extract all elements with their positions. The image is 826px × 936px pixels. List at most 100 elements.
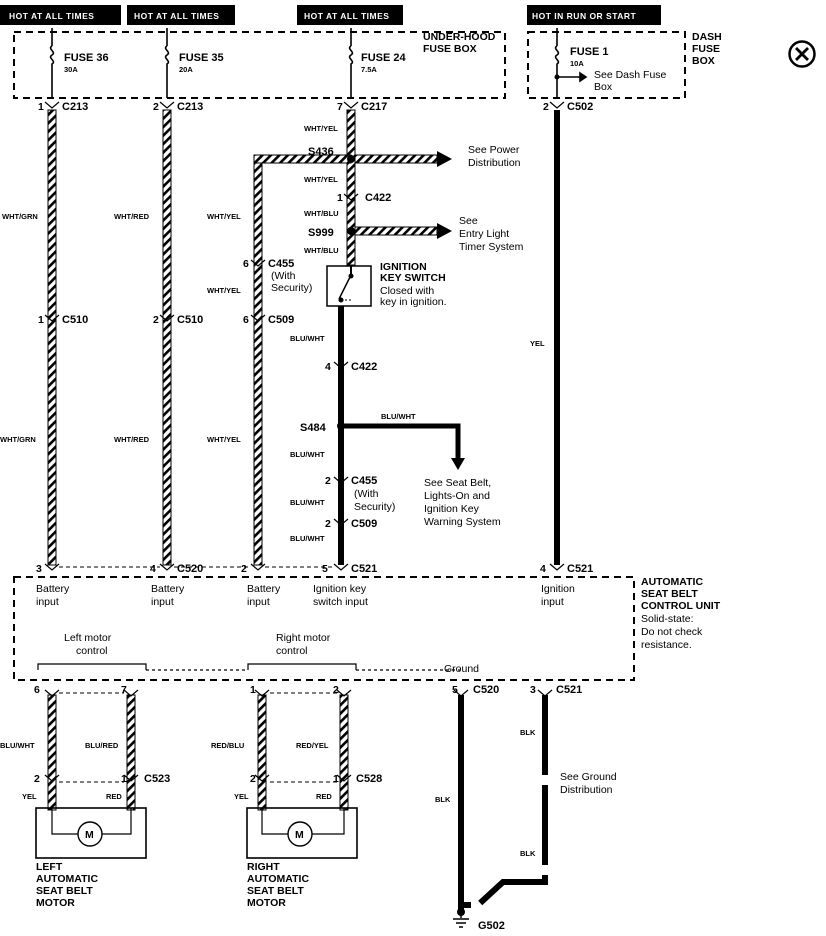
label-wires-w_c2: WHT/YEL — [304, 175, 338, 184]
label-wires-w_c5: BLU/WHT — [290, 334, 325, 343]
label-pins-u3: 3 — [36, 563, 42, 575]
ign-title-2: KEY SWITCH — [380, 272, 446, 284]
label-wires-w_blk3: BLK — [520, 849, 536, 858]
label-control_unit-left_ctrl-0: Left motor — [64, 632, 112, 644]
left-motor-symbol: M — [85, 829, 94, 841]
label-pins-u2: 2 — [241, 563, 247, 575]
label-notes-entry-0: See — [459, 215, 478, 227]
arrow-entry-icon — [437, 223, 452, 239]
label-control_unit-desc-0: Solid-state: — [641, 613, 694, 625]
splice-s436: S436 — [308, 146, 334, 158]
wire-color-labels: WHT/GRN WHT/GRN WHT/RED WHT/RED WHT/YEL … — [0, 124, 545, 858]
label-pins-g3: 3 — [530, 684, 536, 696]
fuse-24-name: FUSE 24 — [361, 52, 407, 64]
pin-numbers: 1 2 7 2 1 6 1 2 6 4 2 2 3 4 2 5 4 6 7 1 … — [34, 101, 549, 785]
label-motors-right-2: SEAT BELT — [247, 885, 304, 897]
label-connectors-c520a: C520 — [177, 563, 203, 575]
label-notes-seatbelt-0: See Seat Belt, — [424, 477, 491, 489]
ign-desc-2: key in ignition. — [380, 296, 447, 308]
label-control_unit-in4-1: switch input — [313, 596, 368, 608]
fuse-1-note-2: Box — [594, 81, 613, 93]
label-pins-r1: 1 — [250, 684, 256, 696]
close-icon[interactable] — [788, 40, 816, 68]
label-control_unit-in3-1: input — [247, 596, 270, 608]
header-tabs: HOT AT ALL TIMES HOT AT ALL TIMES HOT AT… — [0, 5, 661, 25]
label-connectors-c455a: C455 — [268, 258, 294, 270]
ground-label: G502 — [478, 920, 505, 932]
label-pins-l7: 7 — [121, 684, 127, 696]
label-notes-entry-1: Entry Light — [459, 228, 509, 240]
label-connectors-c502a: C502 — [567, 101, 593, 113]
label-control_unit-right_ctrl-0: Right motor — [276, 632, 331, 644]
label-pins-p422in: 1 — [337, 192, 343, 204]
label-wires-w_wg2: WHT/GRN — [0, 435, 36, 444]
ignition-key-switch — [326, 265, 372, 307]
label-control_unit-in2-1: input — [151, 596, 174, 608]
label-pins-p2d: 2 — [543, 101, 549, 113]
label-connectors-c213b: C213 — [177, 101, 203, 113]
control-unit-labels: AUTOMATIC SEAT BELT CONTROL UNIT Solid-s… — [36, 576, 721, 675]
label-pins-p7: 7 — [337, 101, 343, 113]
underhood-title-1: UNDER-HOOD — [423, 31, 496, 43]
splice-s999-dot — [347, 227, 355, 235]
label-connectors-c521c: C521 — [556, 684, 582, 696]
label-connectors-c422a: C422 — [365, 192, 391, 204]
label-pins-r2: 2 — [333, 684, 339, 696]
header-hot-run-start: HOT IN RUN OR START — [532, 11, 637, 21]
label-control_unit-desc-1: Do not check — [641, 626, 703, 638]
label-control_unit-in2-0: Battery — [151, 583, 185, 595]
splice-s999: S999 — [308, 227, 334, 239]
ground-dot — [457, 908, 465, 916]
label-pins-m1: 1 — [121, 773, 127, 785]
motor-labels: LEFT AUTOMATIC SEAT BELT MOTOR RIGHT AUT… — [36, 861, 309, 909]
underhood-title-2: FUSE BOX — [423, 43, 477, 55]
dash-title-1: DASH — [692, 31, 722, 43]
fuse-36-amps: 30A — [64, 65, 78, 74]
label-control_unit-title-1: SEAT BELT — [641, 588, 698, 600]
header-hot-3: HOT AT ALL TIMES — [304, 11, 389, 21]
label-pins-g5: 5 — [452, 684, 458, 696]
label-motors-right-0: RIGHT — [247, 861, 280, 873]
header-hot-1: HOT AT ALL TIMES — [9, 11, 94, 21]
label-wires-w_r1: RED/BLU — [211, 741, 244, 750]
label-connectors-c521a: C521 — [351, 563, 377, 575]
label-wires-w_my1: YEL — [22, 792, 37, 801]
label-wires-w_wy3: WHT/YEL — [207, 435, 241, 444]
splice-s484: S484 — [300, 422, 327, 434]
motor-control-brackets — [37, 663, 460, 671]
label-control_unit-in3-0: Battery — [247, 583, 281, 595]
label-wires-w_c8: BLU/WHT — [290, 534, 325, 543]
label-wires-w_l6: BLU/WHT — [0, 741, 35, 750]
label-control_unit-right_ctrl-1: control — [276, 645, 308, 657]
right-motor-box — [246, 807, 358, 859]
label-wires-w_l7: BLU/RED — [85, 741, 119, 750]
label-motors-left-2: SEAT BELT — [36, 885, 93, 897]
reference-notes: See Power Distribution See Entry Light T… — [424, 144, 617, 796]
label-wires-w_c4: WHT/BLU — [304, 246, 339, 255]
fuse-35-name: FUSE 35 — [179, 52, 224, 64]
label-motors-left-0: LEFT — [36, 861, 63, 873]
connector-labels: C213 C213 C217 C502 C422 C455 (With Secu… — [62, 101, 593, 785]
label-connectors-c455a_note-1: Security) — [271, 282, 312, 294]
label-pins-p455b: 2 — [325, 475, 331, 487]
connector-ticks — [44, 101, 565, 782]
label-control_unit-in1-0: Battery — [36, 583, 70, 595]
label-wires-w_mr1: RED — [106, 792, 122, 801]
label-control_unit-title-2: CONTROL UNIT — [641, 600, 721, 612]
label-connectors-c217: C217 — [361, 101, 387, 113]
label-pins-p455a: 6 — [243, 258, 249, 270]
label-pins-p509a: 6 — [243, 314, 249, 326]
header-hot-2: HOT AT ALL TIMES — [134, 11, 219, 21]
arrow-seatbelt-icon — [451, 458, 465, 470]
fuse-1-amps: 10A — [570, 59, 584, 68]
label-pins-u4b: 4 — [540, 563, 546, 575]
striped-wires — [47, 109, 438, 811]
fuse-24-amps: 7.5A — [361, 65, 377, 74]
dash-fuse-box — [527, 31, 686, 99]
label-pins-u4: 4 — [150, 563, 156, 575]
control-unit-box — [13, 576, 635, 681]
label-notes-ground_dist-0: See Ground — [560, 771, 617, 783]
label-wires-w_wr2: WHT/RED — [114, 435, 150, 444]
label-connectors-c509a: C509 — [268, 314, 294, 326]
label-connectors-c422b: C422 — [351, 361, 377, 373]
